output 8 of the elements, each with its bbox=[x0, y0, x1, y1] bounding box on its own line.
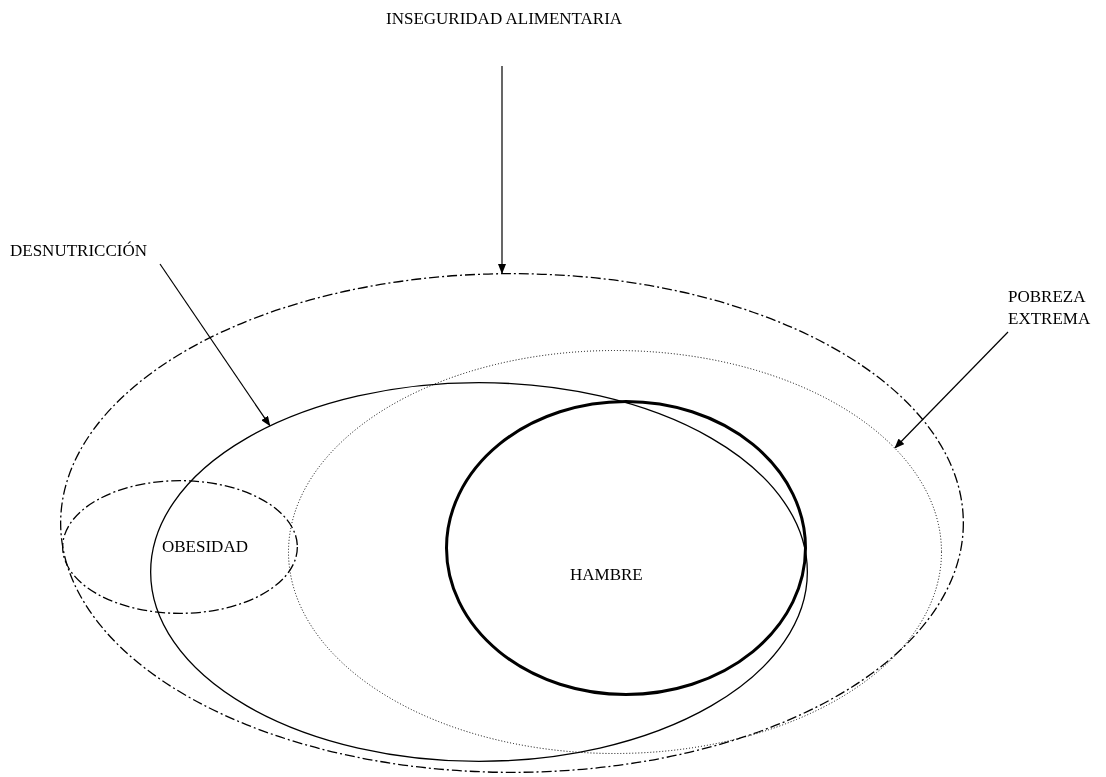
ellipse-label: OBESIDAD bbox=[162, 536, 248, 558]
ellipse-label: HAMBRE bbox=[570, 564, 643, 586]
arrow bbox=[894, 331, 1009, 449]
label-text: INSEGURIDAD ALIMENTARIA bbox=[386, 8, 636, 30]
arrow bbox=[498, 65, 506, 275]
arrow bbox=[159, 263, 271, 427]
label-text: POBREZA EXTREMA bbox=[1008, 286, 1103, 330]
label-text: DESNUTRICCIÓN bbox=[10, 240, 160, 262]
